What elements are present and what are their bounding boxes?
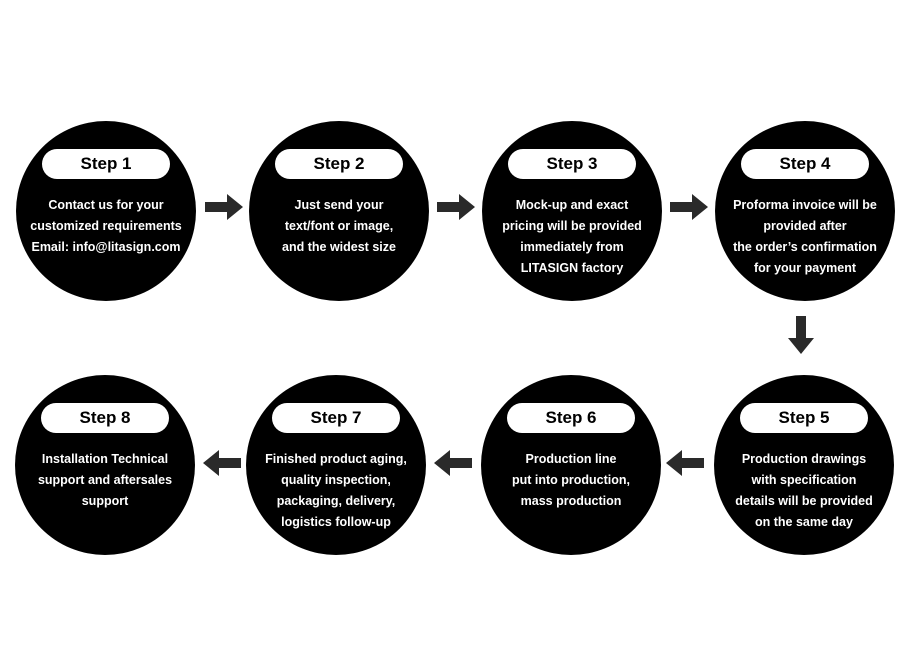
step-2-label: Step 2 (275, 149, 403, 179)
step-4-description: Proforma invoice will be provided after … (723, 195, 887, 279)
step-7-line-1: Finished product aging, (265, 452, 407, 466)
step-5-label: Step 5 (740, 403, 868, 433)
step-7-line-4: logistics follow-up (281, 515, 391, 529)
arrow-left-icon (203, 450, 241, 476)
step-1-line-1: Contact us for your (48, 198, 164, 212)
step-2-line-3: and the widest size (282, 240, 396, 254)
step-8-description: Installation Technical support and after… (23, 449, 187, 512)
step-1-line-2: customized requirements (30, 219, 182, 233)
step-2-line-2: text/font or image, (284, 219, 394, 233)
step-5-line-1: Production drawings (741, 452, 867, 466)
step-8-line-2: support and aftersales (37, 473, 173, 487)
step-2-description: Just send your text/font or image, and t… (257, 195, 421, 258)
arrow-left-icon (666, 450, 704, 476)
step-5-line-4: on the same day (755, 515, 853, 529)
step-7-label: Step 7 (272, 403, 400, 433)
step-5-description: Production drawings with specification d… (722, 449, 886, 533)
step-6-label: Step 6 (507, 403, 635, 433)
step-4-line-2: provided after (763, 219, 847, 233)
step-1-description: Contact us for your customized requireme… (24, 195, 188, 258)
step-3-line-4: LITASIGN factory (520, 261, 624, 275)
step-1-line-3: Email: info@litasign.com (31, 240, 181, 254)
step-3-circle: Step 3 Mock-up and exact pricing will be… (482, 121, 662, 301)
step-6-description: Production line put into production, mas… (489, 449, 653, 512)
arrow-down-icon (788, 316, 814, 354)
step-5-line-3: details will be provided (735, 494, 873, 508)
step-3-description: Mock-up and exact pricing will be provid… (490, 195, 654, 279)
step-4-line-1: Proforma invoice will be (733, 198, 877, 212)
step-1-circle: Step 1 Contact us for your customized re… (16, 121, 196, 301)
step-4-circle: Step 4 Proforma invoice will be provided… (715, 121, 895, 301)
step-6-line-1: Production line (525, 452, 617, 466)
step-5-line-2: with specification (751, 473, 857, 487)
step-2-line-1: Just send your (294, 198, 384, 212)
step-7-line-3: packaging, delivery, (276, 494, 396, 508)
arrow-right-icon (205, 194, 243, 220)
step-4-label: Step 4 (741, 149, 869, 179)
step-6-line-2: put into production, (511, 473, 631, 487)
arrow-right-icon (670, 194, 708, 220)
step-3-line-2: pricing will be provided (502, 219, 642, 233)
step-7-circle: Step 7 Finished product aging, quality i… (246, 375, 426, 555)
step-8-line-1: Installation Technical (41, 452, 169, 466)
step-6-line-3: mass production (520, 494, 622, 508)
step-3-line-3: immediately from (520, 240, 624, 254)
step-1-label: Step 1 (42, 149, 170, 179)
arrow-left-icon (434, 450, 472, 476)
step-7-description: Finished product aging, quality inspecti… (254, 449, 418, 533)
step-2-circle: Step 2 Just send your text/font or image… (249, 121, 429, 301)
step-3-label: Step 3 (508, 149, 636, 179)
step-5-circle: Step 5 Production drawings with specific… (714, 375, 894, 555)
step-6-circle: Step 6 Production line put into producti… (481, 375, 661, 555)
step-8-label: Step 8 (41, 403, 169, 433)
arrow-right-icon (437, 194, 475, 220)
step-3-line-1: Mock-up and exact (515, 198, 629, 212)
step-4-line-3: the order’s confirmation (733, 240, 877, 254)
step-4-line-4: for your payment (753, 261, 857, 275)
step-8-circle: Step 8 Installation Technical support an… (15, 375, 195, 555)
step-8-line-3: support (81, 494, 129, 508)
step-7-line-2: quality inspection, (281, 473, 391, 487)
